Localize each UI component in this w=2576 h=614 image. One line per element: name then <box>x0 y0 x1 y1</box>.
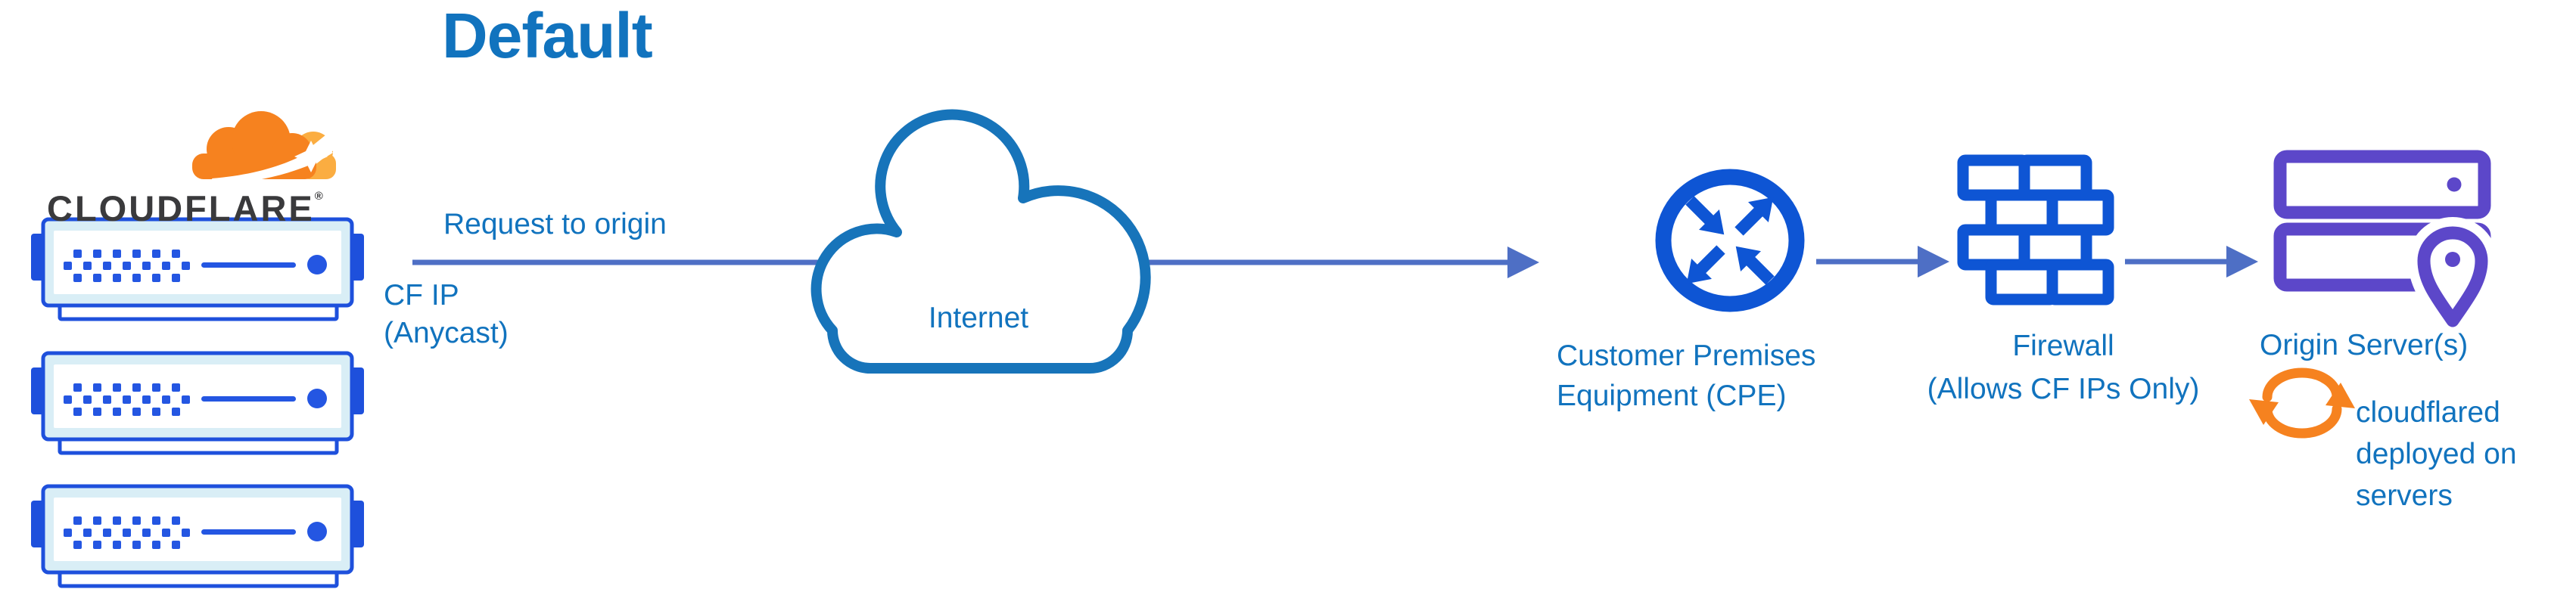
brick-wall-icon <box>1957 154 2114 305</box>
internet-cloud-icon <box>810 109 1151 374</box>
cloudflare-wordmark: CLOUDFLARE® <box>47 178 323 227</box>
cf-edge-server-stack <box>31 219 364 586</box>
anycast-line: (Anycast) <box>384 317 509 349</box>
router-arrows-icon <box>1655 169 1805 312</box>
cloudflared-note: cloudflared deployed on servers <box>2356 392 2517 516</box>
cpe-label-line1: Customer Premises <box>1557 340 1816 372</box>
cf-ip-anycast-label: CF IP (Anycast) <box>384 277 509 352</box>
cpe-label: Customer Premises Equipment (CPE) <box>1557 336 1815 416</box>
cf-edge-server-icon <box>31 486 364 586</box>
cpe-to-firewall-arrow <box>1816 246 1949 278</box>
cloudflared-note-line2: deployed on <box>2356 438 2517 470</box>
page-title: Default <box>442 0 653 71</box>
origin-servers-label: Origin Server(s) <box>2260 329 2469 361</box>
cloudflared-note-line1: cloudflared <box>2356 396 2500 429</box>
request-to-origin-label: Request to origin <box>443 208 667 240</box>
cf-ip-line: CF IP <box>384 279 459 312</box>
firewall-label: Firewall (Allows CF IPs Only) <box>1894 324 2232 411</box>
cloudflared-note-line3: servers <box>2356 479 2453 512</box>
firewall-to-origin-arrow <box>2125 246 2258 278</box>
cloudflare-logo-icon <box>192 111 342 198</box>
cloudflare-wordmark-text: CLOUDFLARE <box>47 188 315 228</box>
registered-mark: ® <box>314 190 323 203</box>
cf-edge-server-icon <box>31 219 364 319</box>
cf-edge-server-icon <box>31 353 364 453</box>
cpe-label-line2: Equipment (CPE) <box>1557 380 1787 412</box>
origin-servers-pin-icon <box>2273 150 2497 336</box>
firewall-label-line1: Firewall <box>2012 330 2114 362</box>
sync-arrows-icon <box>2249 367 2355 439</box>
internet-label: Internet <box>928 302 1029 334</box>
firewall-label-line2: (Allows CF IPs Only) <box>1927 373 2200 405</box>
